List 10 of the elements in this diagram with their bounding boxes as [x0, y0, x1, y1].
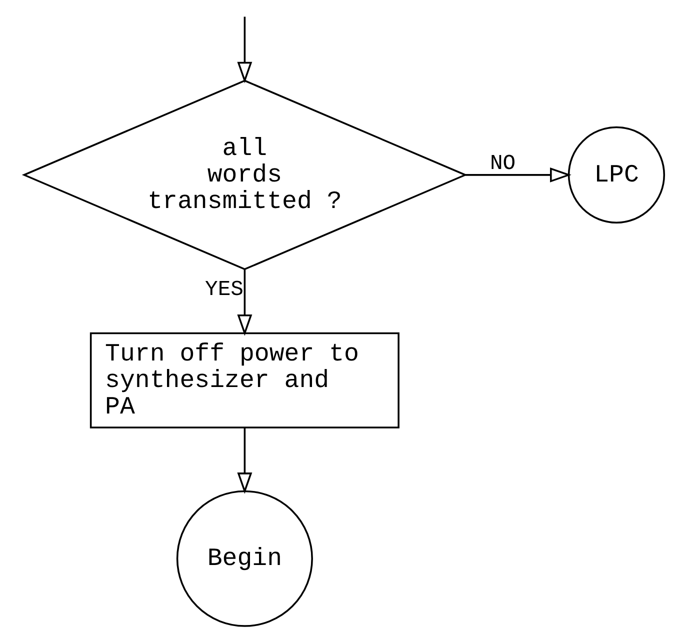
node-circle: LPC	[568, 126, 666, 224]
node-box: Turn off power to synthesizer and PA	[90, 332, 400, 428]
arrow	[237, 16, 252, 84]
edge-label: YES	[205, 278, 244, 302]
arrow	[237, 269, 252, 336]
arrow	[237, 428, 252, 494]
edge-label: NO	[490, 152, 516, 176]
arrow	[465, 167, 572, 182]
node-circle: Begin	[176, 490, 313, 627]
node-diamond: all words transmitted ?	[22, 80, 468, 270]
